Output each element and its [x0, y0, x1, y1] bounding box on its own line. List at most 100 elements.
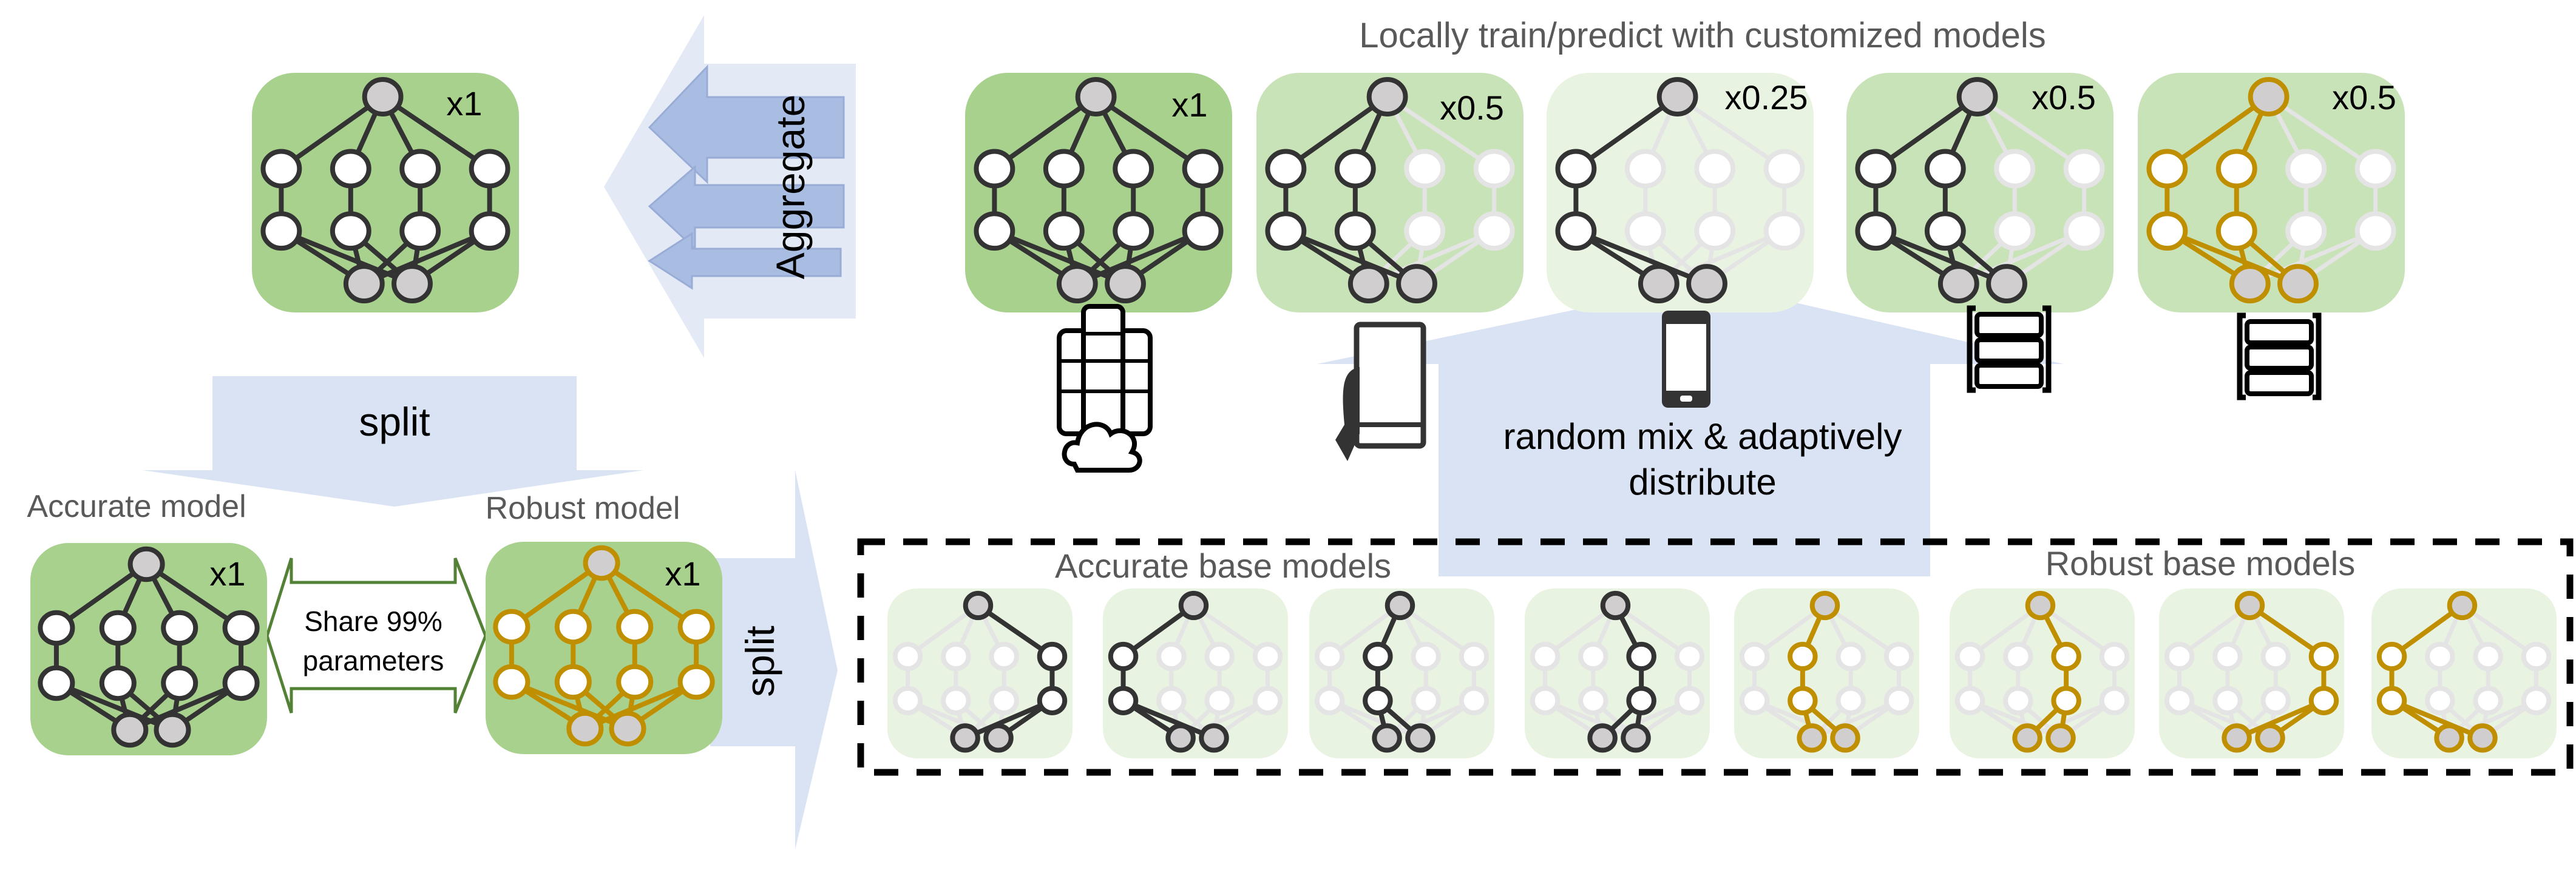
hidden-node — [2051, 686, 2081, 715]
hidden-node — [1624, 149, 1666, 189]
hidden-node — [616, 664, 654, 700]
robust-model — [486, 542, 722, 754]
server-rack-icon-2 — [2237, 312, 2322, 400]
hidden-node — [2354, 211, 2396, 251]
hidden-node — [2051, 641, 2081, 672]
input-node — [1797, 723, 1827, 753]
input-node — [2277, 264, 2319, 304]
hidden-node — [161, 610, 198, 646]
hidden-node — [1835, 641, 1866, 672]
input-node — [1937, 264, 1979, 304]
hidden-node — [1626, 641, 1656, 672]
split-right-arrow-body — [710, 558, 798, 746]
input-node — [343, 264, 385, 304]
inactive-connection — [1398, 604, 1476, 658]
hidden-node — [1626, 686, 1656, 715]
hidden-node — [2376, 641, 2407, 672]
hidden-node — [974, 211, 1015, 251]
output-node — [1366, 77, 1408, 116]
hidden-node — [1252, 641, 1283, 672]
output-node — [1956, 77, 1998, 116]
output-node — [583, 545, 620, 581]
base-model-1 — [887, 589, 1073, 758]
hidden-node — [1694, 211, 1736, 251]
base-model-4 — [1525, 589, 1710, 758]
hidden-node — [1252, 686, 1283, 715]
connection — [1122, 698, 1215, 741]
hidden-node — [1763, 149, 1805, 189]
input-node — [1986, 264, 2027, 304]
hidden-node — [161, 665, 198, 701]
hidden-node — [2285, 211, 2327, 251]
accurate-model-scale: x1 — [209, 555, 245, 593]
hidden-node — [2215, 149, 2257, 189]
share-label-line1: Share 99% — [304, 605, 442, 637]
input-node — [1105, 264, 1146, 304]
connection — [1574, 95, 1679, 171]
client-3-scale: x0.25 — [1725, 78, 1808, 116]
hidden-node — [2285, 149, 2327, 189]
hidden-node — [554, 609, 592, 645]
hidden-node — [2425, 686, 2455, 715]
hidden-node — [2308, 686, 2339, 715]
inactive-connection — [1614, 604, 1691, 658]
connection — [363, 229, 491, 286]
output-node — [2234, 590, 2265, 621]
tablet-icon — [1335, 322, 1426, 461]
hidden-node — [2473, 686, 2503, 715]
connection — [1574, 228, 1708, 286]
share-arrow: Share 99% parameters — [265, 558, 487, 713]
input-node — [2222, 723, 2252, 753]
hidden-node — [1924, 149, 1966, 189]
hidden-node — [469, 149, 510, 189]
hidden-node — [38, 610, 75, 646]
hidden-node — [2063, 149, 2105, 189]
output-node — [127, 546, 165, 582]
hidden-node — [1788, 686, 1818, 715]
hidden-node — [892, 641, 923, 672]
input-node — [2255, 723, 2285, 753]
hidden-node — [1363, 686, 1393, 715]
aggregate-arrow-inner-3 — [648, 232, 842, 290]
hidden-node — [1954, 686, 1985, 715]
hidden-node — [616, 609, 654, 645]
input-node — [1638, 264, 1679, 304]
connection — [510, 561, 603, 629]
output-node — [1178, 590, 1209, 621]
inactive-connection — [1811, 698, 1900, 740]
hidden-node — [1043, 211, 1085, 251]
hidden-node — [2099, 686, 2130, 715]
hidden-node — [1156, 686, 1187, 715]
hidden-node — [1334, 149, 1376, 189]
input-node — [1372, 723, 1402, 753]
connection — [1874, 95, 1979, 171]
hidden-node — [1555, 211, 1597, 251]
hidden-node — [2215, 211, 2257, 251]
input-node — [1199, 723, 1229, 753]
hidden-node — [2164, 641, 2195, 672]
input-node — [1405, 723, 1435, 753]
hidden-node — [989, 686, 1019, 715]
hidden-node — [1404, 211, 1446, 251]
hidden-node — [2260, 641, 2291, 672]
split-right-label: split — [737, 626, 782, 696]
client-model-5 — [2138, 73, 2405, 312]
hidden-node — [2308, 641, 2339, 672]
hidden-node — [941, 686, 971, 715]
hidden-node — [1835, 686, 1866, 715]
client-model-3 — [1547, 73, 1814, 312]
hidden-node — [1739, 686, 1770, 715]
hidden-node — [2473, 641, 2503, 672]
hidden-node — [2425, 641, 2455, 672]
server-rack-icon — [1967, 305, 2052, 393]
hidden-node — [38, 665, 75, 701]
hidden-node — [2146, 211, 2188, 251]
base-model-8 — [2371, 589, 2557, 758]
input-node — [566, 710, 604, 747]
hidden-node — [1043, 149, 1085, 189]
hidden-node — [2164, 686, 2195, 715]
output-node — [362, 77, 404, 116]
hidden-node — [469, 211, 510, 251]
base-model-2 — [1103, 589, 1288, 758]
